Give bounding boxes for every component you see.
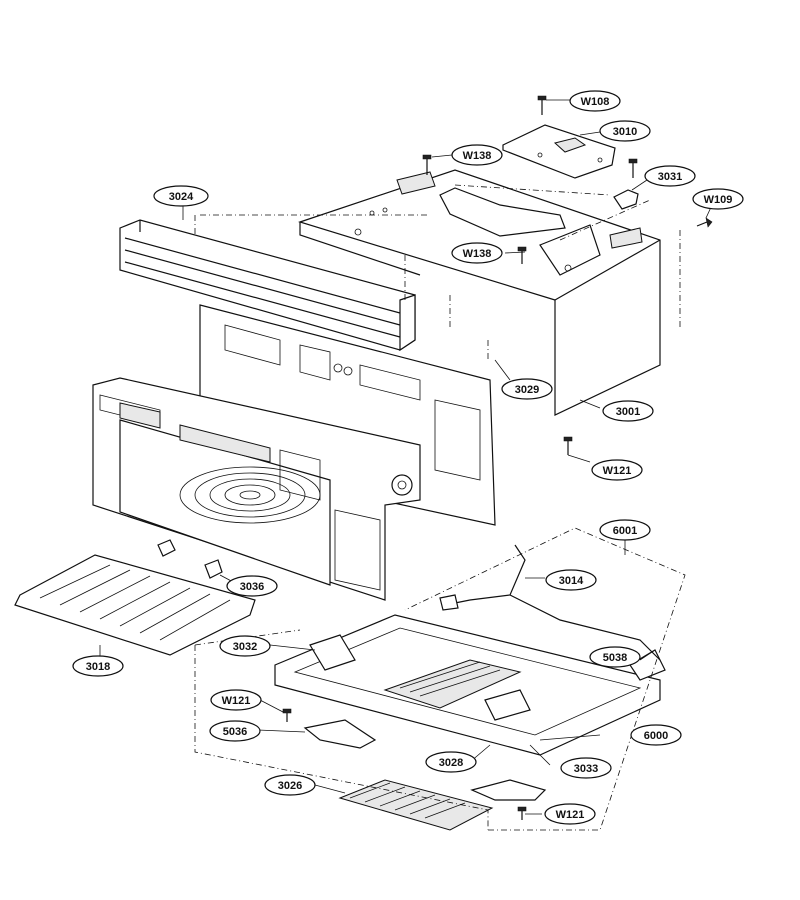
callout-text: W108: [581, 96, 610, 108]
callout-text: 6000: [644, 730, 668, 742]
callout-3032: 3032: [219, 635, 271, 657]
latch-part: [157, 539, 223, 579]
callout-3001: 3001: [602, 400, 654, 422]
callout-3018: 3018: [72, 655, 124, 677]
callout-text: 3026: [278, 780, 302, 792]
callout-text: 3032: [233, 641, 257, 653]
callout-text: 3029: [515, 384, 539, 396]
callout-w121-bottom: W121: [544, 803, 596, 825]
callout-text: 3031: [658, 171, 682, 183]
callout-w108: W108: [569, 90, 621, 112]
callout-w109: W109: [692, 188, 744, 210]
callout-6000: 6000: [630, 724, 682, 746]
callout-3024: 3024: [153, 185, 209, 207]
callout-w121-left: W121: [210, 689, 262, 711]
front-grille-part: [119, 219, 416, 352]
callout-text: 6001: [613, 525, 637, 537]
callout-text: 3018: [86, 661, 110, 673]
bottom-brackets: [303, 719, 547, 801]
callout-w138-mid: W138: [451, 242, 503, 264]
callout-text: W121: [222, 695, 251, 707]
callout-text: 5036: [223, 726, 247, 738]
callout-text: 3024: [169, 191, 194, 203]
callout-3028: 3028: [425, 751, 477, 773]
top-bracket-part: [502, 124, 616, 179]
callout-3026: 3026: [264, 774, 316, 796]
callout-3033: 3033: [560, 757, 612, 779]
callout-text: 3001: [616, 406, 640, 418]
callout-3031: 3031: [644, 165, 696, 187]
front-frame-part: [92, 377, 421, 601]
bottom-screws: [282, 436, 573, 820]
base-plate-part: [274, 614, 666, 756]
callout-text: 3014: [559, 575, 584, 587]
callout-text: W109: [704, 194, 733, 206]
callout-5036: 5036: [209, 720, 261, 742]
callout-3036: 3036: [226, 575, 278, 597]
callout-text: 5038: [603, 652, 627, 664]
callout-text: W121: [603, 465, 632, 477]
callout-5038: 5038: [589, 646, 641, 668]
bottom-shelf-part: [14, 554, 256, 656]
small-bracket-part: [613, 189, 639, 210]
wire-harness-part: [439, 544, 661, 661]
callout-text: W138: [463, 150, 492, 162]
callout-text: W138: [463, 248, 492, 260]
callout-6001: 6001: [599, 519, 651, 541]
callout-text: 3028: [439, 757, 463, 769]
grease-filter-part: [338, 779, 494, 831]
callout-text: 3010: [613, 126, 637, 138]
callout-3014: 3014: [545, 569, 597, 591]
callout-text: 3033: [574, 763, 598, 775]
callout-text: W121: [556, 809, 585, 821]
outer-cabinet-part: [298, 169, 661, 416]
callout-w138-top: W138: [451, 144, 503, 166]
callout-3029: 3029: [501, 378, 553, 400]
turntable-tray: [179, 466, 321, 524]
top-screws: [422, 95, 713, 264]
callout-3010: 3010: [599, 120, 651, 142]
callout-w121-right: W121: [591, 459, 643, 481]
callout-text: 3036: [240, 581, 264, 593]
